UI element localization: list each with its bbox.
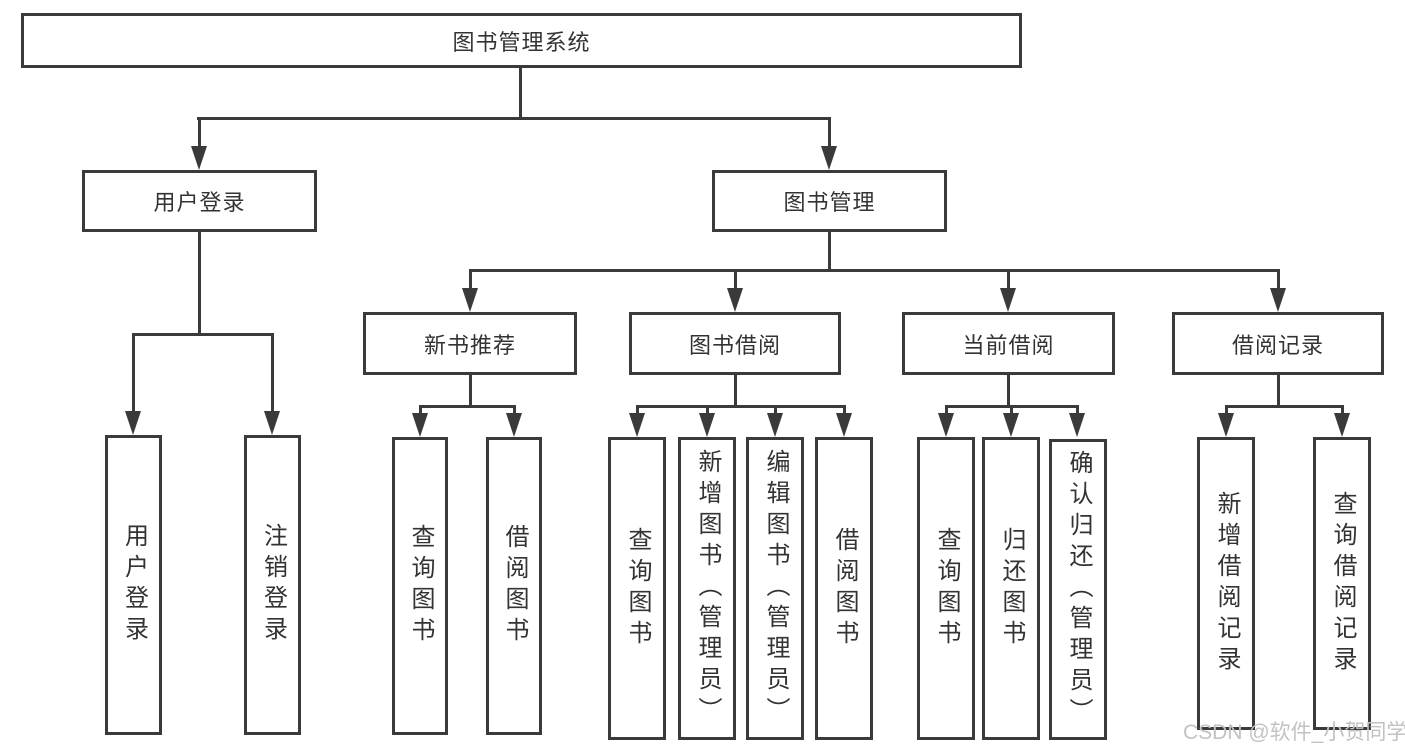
arrow-down-icon bbox=[629, 413, 645, 437]
arrow-down-icon bbox=[1003, 413, 1019, 437]
node-label: 当前借阅 bbox=[962, 332, 1055, 358]
node-borrowing-records: 借阅记录 bbox=[1172, 312, 1384, 375]
connector-line bbox=[843, 405, 846, 417]
node-label: 编辑图书（管理员） bbox=[762, 449, 789, 728]
node-label: 图书管理系统 bbox=[452, 29, 591, 55]
connector-line bbox=[636, 405, 845, 408]
arrow-down-icon bbox=[699, 413, 715, 437]
node-label: 借阅图书 bbox=[831, 526, 858, 651]
connector-line bbox=[1341, 405, 1344, 417]
node-label: 新增图书（管理员） bbox=[694, 449, 721, 728]
connector-line bbox=[469, 375, 472, 408]
node-borrow-books-leaf: 借阅图书 bbox=[815, 437, 873, 740]
arrow-down-icon bbox=[412, 413, 428, 437]
arrow-down-icon bbox=[125, 411, 141, 435]
arrow-down-icon bbox=[1218, 413, 1234, 437]
connector-line bbox=[945, 405, 948, 417]
connector-line bbox=[1010, 405, 1013, 417]
connector-line bbox=[469, 269, 1280, 272]
node-label: 用户登录 bbox=[153, 190, 246, 215]
arrow-down-icon bbox=[191, 146, 207, 170]
connector-line bbox=[1277, 269, 1280, 291]
arrow-down-icon bbox=[1334, 413, 1350, 437]
connector-line bbox=[469, 269, 472, 291]
connector-line bbox=[734, 375, 737, 408]
node-label: 归还图书 bbox=[998, 526, 1025, 651]
node-book-borrowing: 图书借阅 bbox=[629, 312, 841, 375]
node-user-login: 用户登录 bbox=[82, 170, 317, 232]
node-borrow-books-recommend: 借阅图书 bbox=[486, 437, 542, 735]
connector-line bbox=[1225, 405, 1228, 417]
arrow-down-icon bbox=[836, 413, 852, 437]
arrow-down-icon bbox=[727, 288, 743, 312]
node-logout-leaf: 注销登录 bbox=[244, 435, 301, 735]
node-add-borrow-record: 新增借阅记录 bbox=[1197, 437, 1255, 730]
node-query-books-recommend: 查询图书 bbox=[392, 437, 448, 735]
node-query-borrow-record: 查询借阅记录 bbox=[1313, 437, 1371, 730]
connector-line bbox=[1007, 269, 1010, 291]
connector-line bbox=[774, 405, 777, 417]
arrow-down-icon bbox=[1069, 413, 1085, 437]
connector-line bbox=[706, 405, 709, 417]
connector-line bbox=[828, 117, 831, 149]
arrow-down-icon bbox=[462, 288, 478, 312]
connector-line bbox=[419, 405, 422, 417]
node-label: 注销登录 bbox=[259, 523, 287, 647]
arrow-down-icon bbox=[264, 411, 280, 435]
connector-line bbox=[513, 405, 516, 417]
arrow-down-icon bbox=[506, 413, 522, 437]
connector-line bbox=[1225, 405, 1343, 408]
connector-line bbox=[132, 333, 274, 336]
connector-line bbox=[419, 405, 516, 408]
node-edit-book-admin: 编辑图书（管理员） bbox=[746, 437, 804, 740]
node-add-book-admin: 新增图书（管理员） bbox=[678, 437, 736, 740]
connector-line bbox=[198, 117, 201, 149]
arrow-down-icon bbox=[767, 413, 783, 437]
arrow-down-icon bbox=[821, 146, 837, 170]
node-query-books-borrowing: 查询图书 bbox=[608, 437, 666, 740]
node-return-books: 归还图书 bbox=[982, 437, 1040, 740]
node-label: 新增借阅记录 bbox=[1213, 490, 1240, 677]
node-label: 图书借阅 bbox=[688, 332, 781, 358]
connector-line bbox=[271, 333, 274, 413]
node-root: 图书管理系统 bbox=[21, 13, 1022, 68]
connector-line bbox=[1277, 375, 1280, 408]
connector-line bbox=[132, 333, 135, 413]
node-label: 用户登录 bbox=[120, 523, 148, 647]
node-query-books-current: 查询图书 bbox=[917, 437, 975, 740]
arrow-down-icon bbox=[1270, 288, 1286, 312]
connector-line bbox=[636, 405, 639, 417]
node-label: 查询图书 bbox=[933, 526, 960, 651]
connector-line bbox=[519, 66, 522, 119]
node-label: 借阅图书 bbox=[501, 524, 528, 648]
node-label: 查询借阅记录 bbox=[1329, 490, 1356, 677]
node-user-login-leaf: 用户登录 bbox=[105, 435, 162, 735]
node-current-borrowing: 当前借阅 bbox=[902, 312, 1115, 375]
connector-line bbox=[828, 232, 831, 272]
node-label: 确认归还（管理员） bbox=[1065, 450, 1092, 729]
connector-line bbox=[198, 232, 201, 336]
node-label: 图书管理 bbox=[783, 190, 876, 215]
node-confirm-return-admin: 确认归还（管理员） bbox=[1049, 439, 1107, 740]
node-book-management: 图书管理 bbox=[712, 170, 947, 232]
connector-line bbox=[1076, 405, 1079, 417]
node-label: 查询图书 bbox=[407, 524, 434, 648]
connector-line bbox=[734, 269, 737, 291]
connector-line bbox=[197, 117, 831, 120]
arrow-down-icon bbox=[938, 413, 954, 437]
watermark-text: CSDN @软件_小贺同学 bbox=[1183, 721, 1405, 744]
node-new-book-recommendation: 新书推荐 bbox=[363, 312, 577, 375]
node-label: 借阅记录 bbox=[1231, 332, 1324, 358]
arrow-down-icon bbox=[1000, 288, 1016, 312]
connector-line bbox=[1007, 375, 1010, 408]
node-label: 新书推荐 bbox=[423, 332, 516, 358]
node-label: 查询图书 bbox=[624, 526, 651, 651]
